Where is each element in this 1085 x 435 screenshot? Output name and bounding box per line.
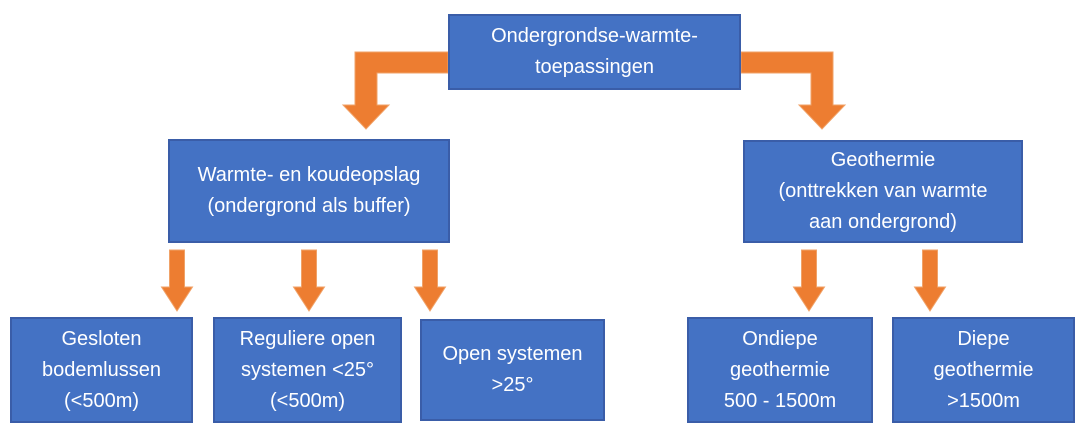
node-line: Ondiepe [742, 327, 818, 350]
node-line: toepassingen [535, 56, 654, 78]
node-line: >25° [491, 374, 534, 396]
node-line: Geothermie [830, 149, 936, 171]
node-gesloten-bodemlussen: Gesloten bodemlussen (<500m) [10, 317, 193, 423]
node-warmte-en-koudeopslag: Warmte- en koudeopslag (ondergrond als b… [168, 139, 450, 243]
bent-arrow-root-to-wko [341, 51, 449, 130]
node-line: (<500m) [63, 389, 140, 412]
node-line: systemen <25° [240, 358, 375, 381]
node-line: Diepe [957, 327, 1010, 350]
node-geothermie: Geothermie (onttrekken van warmte aan on… [743, 140, 1023, 243]
node-line: Open systemen [442, 343, 583, 365]
down-arrow-wko-to-gesloten-bodemlussen [160, 249, 194, 312]
down-arrow-geo-to-diepe-geothermie [913, 249, 947, 312]
node-line: >1500m [947, 389, 1020, 412]
node-ondiepe-geothermie: Ondiepe geothermie 500 - 1500m [687, 317, 873, 423]
node-reguliere-open-systemen: Reguliere open systemen <25° (<500m) [213, 317, 402, 423]
bent-arrow-root-to-geo [740, 51, 847, 130]
node-line: geothermie [933, 358, 1034, 381]
node-line: (<500m) [269, 389, 346, 412]
node-ondergrondse-warmte-toepassingen: Ondergrondse-warmte- toepassingen [448, 14, 741, 90]
node-line: bodemlussen [42, 358, 161, 381]
down-arrow-geo-to-ondiepe-geothermie [792, 249, 826, 312]
node-line: (onttrekken van warmte [778, 180, 988, 202]
node-line: geothermie [729, 358, 831, 381]
node-diepe-geothermie: Diepe geothermie >1500m [892, 317, 1075, 423]
node-line: Reguliere open [239, 327, 376, 350]
node-line: aan ondergrond) [809, 211, 957, 233]
down-arrow-wko-to-reguliere-open-systemen [292, 249, 326, 312]
node-line: (ondergrond als buffer) [207, 195, 411, 217]
node-line: Warmte- en koudeopslag [197, 164, 421, 186]
node-line: Ondergrondse-warmte- [491, 25, 698, 47]
node-line: Gesloten [61, 327, 142, 350]
node-open-systemen: Open systemen >25° [420, 319, 605, 421]
node-line: 500 - 1500m [723, 389, 837, 412]
down-arrow-wko-to-open-systemen [413, 249, 447, 312]
